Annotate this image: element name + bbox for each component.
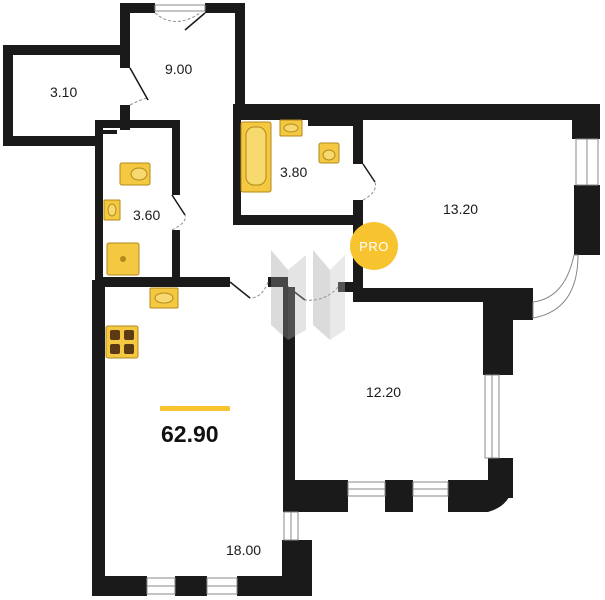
wall-corner: [513, 288, 533, 320]
wall: [3, 45, 13, 145]
wall: [92, 576, 147, 596]
door-leaf: [184, 12, 206, 31]
wall: [95, 277, 230, 287]
wall: [92, 280, 105, 595]
burner: [124, 330, 134, 340]
room-area-wc: 3.60: [133, 207, 161, 223]
wall: [235, 104, 580, 120]
wall: [120, 3, 130, 68]
burner: [110, 330, 120, 340]
burner: [110, 344, 120, 354]
wall: [574, 185, 600, 255]
wall: [175, 576, 207, 596]
door-swing: [229, 281, 269, 299]
wall: [483, 300, 513, 375]
wall: [283, 480, 348, 512]
pro-badge-text: PRO: [359, 238, 389, 254]
wall: [237, 576, 292, 596]
wall: [172, 230, 180, 285]
watermark-logo: [271, 250, 345, 340]
wall: [120, 105, 130, 130]
wall: [233, 215, 363, 225]
wall: [353, 288, 533, 302]
wall: [385, 480, 413, 512]
total-area: 62.90: [161, 421, 219, 447]
window: [532, 254, 579, 319]
wall: [120, 3, 155, 13]
door-leaf: [362, 163, 376, 183]
wall: [283, 287, 295, 512]
wall: [235, 3, 245, 113]
door-leaf: [171, 194, 186, 216]
room-area-bathroom: 3.80: [280, 164, 308, 180]
door-leaf: [129, 67, 149, 101]
room-area-bedroom-2: 12.20: [366, 384, 402, 400]
room-area-living-kitchen: 18.00: [226, 542, 262, 558]
door-swing: [154, 12, 206, 31]
wall: [353, 104, 363, 164]
total-area-accent-bar: [160, 406, 230, 411]
bathtub-inner: [245, 126, 267, 186]
room-area-bedroom-1: 13.20: [443, 201, 479, 217]
wall: [205, 3, 245, 13]
door-leaf: [229, 281, 251, 299]
door-swing: [362, 163, 376, 201]
burner: [124, 344, 134, 354]
wall-corner: [292, 560, 312, 596]
wall: [103, 130, 117, 134]
wall: [308, 120, 358, 126]
wall: [233, 104, 241, 224]
window: [154, 4, 206, 12]
wall: [95, 120, 180, 128]
room-area-hall: 9.00: [165, 61, 193, 77]
windows: [146, 4, 599, 595]
wall-corner: [448, 458, 513, 512]
wall: [3, 136, 103, 146]
room-area-storage: 3.10: [50, 84, 78, 100]
wall: [3, 45, 128, 55]
pro-badge: PRO: [350, 222, 398, 270]
wall: [338, 282, 358, 292]
wall: [268, 277, 288, 287]
wall: [172, 120, 180, 195]
wall: [95, 120, 103, 290]
wall: [572, 104, 600, 139]
stove-burners: [110, 330, 134, 354]
corner-shapes: [282, 288, 533, 596]
wall: [353, 200, 363, 225]
door-leaf: [287, 286, 306, 301]
